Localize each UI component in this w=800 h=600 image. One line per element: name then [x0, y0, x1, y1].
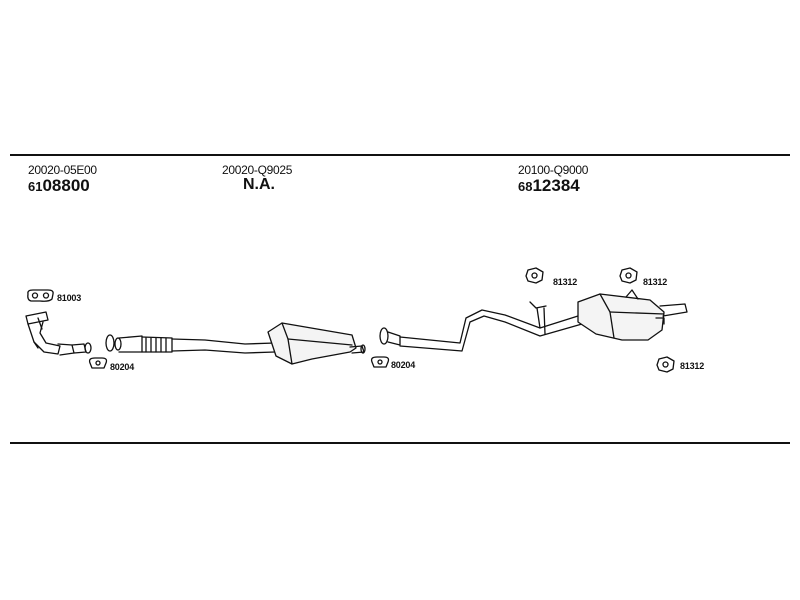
pipe-clamp-icon: [88, 357, 108, 369]
callout-clamp-rear: 80204: [391, 360, 416, 370]
rubber-hanger-icon: [619, 267, 638, 284]
bottom-rule: [10, 442, 790, 444]
part-number-rear-silencer: 20100-Q9000: [518, 163, 589, 177]
callout-hanger-left: 81312: [553, 277, 578, 287]
pipe-clamp-icon: [370, 356, 390, 368]
callout-clamp-front: 80204: [110, 362, 135, 372]
callout-hanger-right: 81312: [643, 277, 668, 287]
flange-gasket-icon: [27, 289, 54, 302]
tail-pipe: [379, 301, 583, 352]
intermediate-pipe: [105, 334, 276, 354]
top-rule: [10, 154, 790, 156]
part-number-mid-silencer: 20020-Q9025: [222, 163, 293, 177]
order-code-rear-silencer: 6812384: [518, 176, 580, 195]
middle-silencer: [267, 322, 366, 365]
part-number-front-pipe: 20020-05E00: [28, 163, 97, 177]
rubber-hanger-icon: [525, 267, 544, 284]
order-code-mid-silencer: N.A.: [243, 176, 275, 193]
rear-silencer: [577, 289, 688, 341]
front-pipe: [25, 311, 92, 356]
order-code-front-pipe: 6108800: [28, 176, 90, 195]
callout-gasket: 81003: [57, 293, 82, 303]
callout-hanger-bottom: 81312: [680, 361, 705, 371]
rubber-hanger-icon: [656, 356, 675, 373]
